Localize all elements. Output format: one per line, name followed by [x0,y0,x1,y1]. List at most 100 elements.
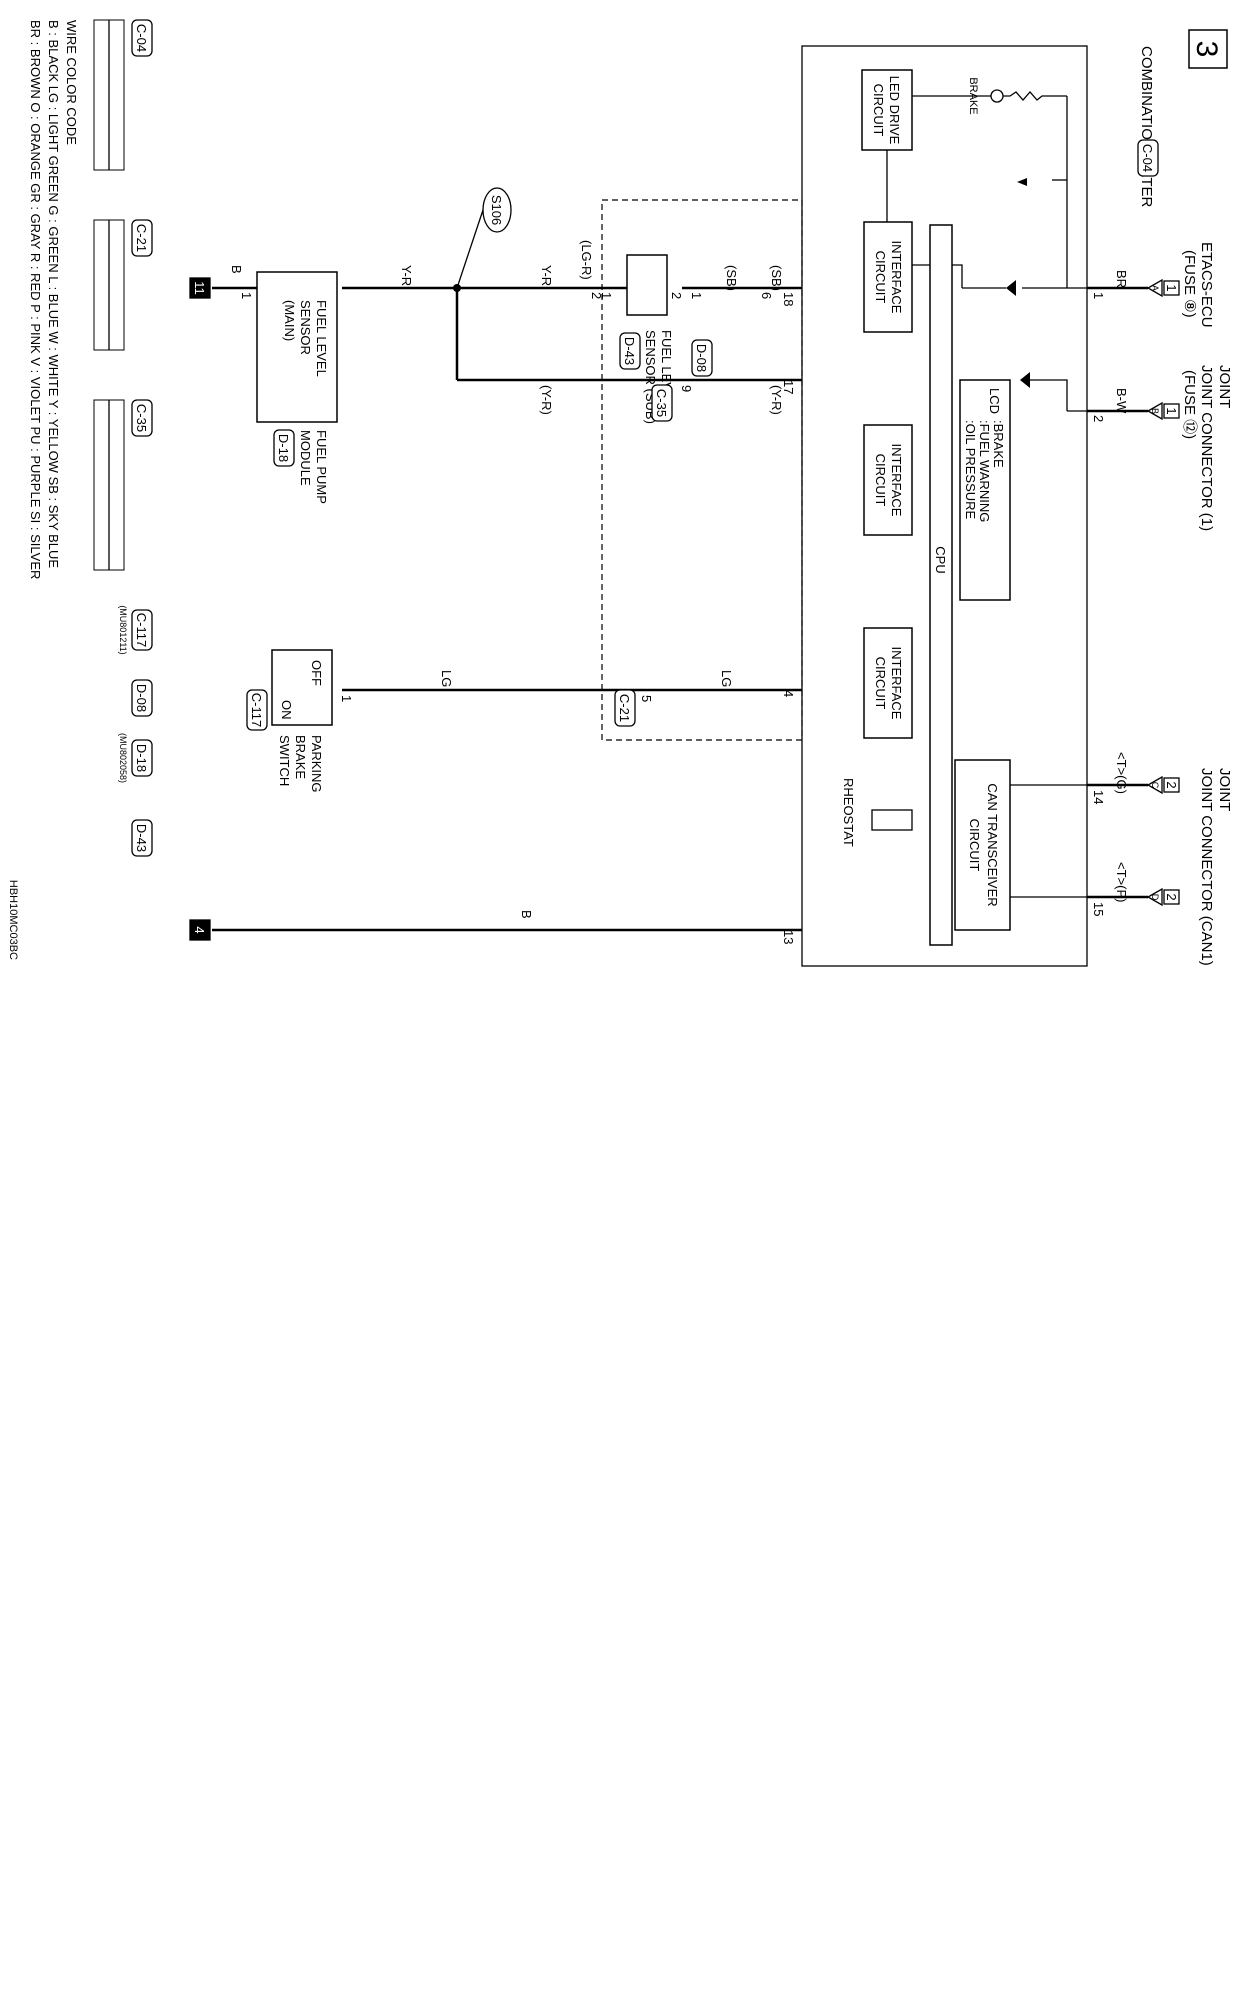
pump-module-label-2: MODULE [298,430,313,486]
etacs-badge: 1 [1164,284,1179,291]
park-off: OFF [309,660,324,686]
can-g-wire: <T>(G) [1114,752,1129,794]
etacs-pin: 1 [1091,292,1106,299]
lcd-item-oil: :OIL PRESSURE [963,420,978,520]
interface-2-label: INTERFACE [889,444,904,517]
wire-code-line-1: B : BLACK LG : LIGHT GREEN G : GREEN L :… [46,20,61,568]
c04-view-label: C-04 [134,24,149,52]
pump-module-label: FUEL PUMP [314,430,329,504]
joint1-badge: 1 [1164,407,1179,414]
ref-4: 4 [192,926,207,933]
joint1-name: JOINT CONNECTOR (1) [1198,365,1215,531]
interface-1-label: INTERFACE [889,241,904,314]
c35-view-label: C-35 [134,404,149,432]
pin-9: 9 [679,385,694,392]
wire-lg-1: LG [719,670,734,687]
wire-lgr: (LG-R) [579,240,594,280]
joint1-pin: 2 [1091,415,1106,422]
c117-view-part: (MU801211) [118,605,128,654]
pin-4: 4 [781,690,796,697]
interface-1-label-2: CIRCUIT [873,251,888,304]
can-p-pin: 15 [1091,902,1106,916]
led-drive-label: LED DRIVE [887,76,902,145]
wire-lg-2: LG [439,670,454,687]
wire-sb-2: (SB) [724,265,739,291]
wire-yr-2: Y-R [399,265,414,286]
park-label-2: BRAKE [293,735,308,779]
c117-tag: C-117 [249,693,264,727]
splice-label: S106 [489,195,504,225]
main-sensor-label-2: SENSOR [298,300,313,355]
can-g-pin: 14 [1091,790,1106,804]
page-number: 3 [1190,41,1223,58]
joint1-connection: JOINT JOINT CONNECTOR (1) (FUSE ⑫) 1 B B… [1091,365,1233,531]
led-drive-box [861,69,913,151]
c21-tag: C-21 [617,694,632,722]
wire-sb-1: (SB) [769,265,784,291]
pin-6: 6 [759,292,774,299]
interface-circuit-1 [863,221,913,333]
d18-tag: D-18 [276,434,291,462]
rheostat-label: RHEOSTAT [841,778,856,847]
d43-tag: D-43 [622,337,637,365]
wire-yr-p2: (Y-R) [539,385,554,415]
can-joint-label: JOINT [1216,768,1233,811]
lcd-item-brake: :BRAKE [991,420,1006,468]
can-p-badge: 2 [1164,893,1179,900]
wire-b-1: B [229,265,244,274]
etacs-fuse: (FUSE ⑧) [1181,250,1198,318]
can-p-letter: D [1150,894,1160,901]
can-g-letter: C [1150,782,1160,789]
interface-2-label-2: CIRCUIT [873,454,888,507]
interface-circuit-2 [863,424,913,536]
interface-3-label-2: CIRCUIT [873,657,888,710]
can-joint-name: JOINT CONNECTOR (CAN1) [1198,768,1215,966]
park-label: PARKING [309,735,324,793]
d18-view-part: (MU802058) [118,733,128,783]
wire-code-title: WIRE COLOR CODE [64,20,79,145]
park-on: ON [279,700,294,720]
ref-11: 11 [192,281,207,295]
lcd-label: LCD [987,388,1002,414]
c21-view-label: C-21 [134,224,149,252]
lcd-item-fuel: :FUEL WARNING [977,420,992,522]
pin-1-d08: 1 [689,292,704,299]
pin-13: 13 [781,930,796,944]
joint1-label: JOINT [1216,365,1233,408]
figure-code: HBH10MC03BC [7,880,19,960]
pin-18: 18 [781,292,796,306]
lamp-resistor [1003,91,1067,101]
parking-brake-switch-box [271,649,333,726]
interface-circuit-3 [863,627,913,739]
main-sensor-box [256,271,338,423]
cpu-bar [929,224,953,946]
pin-1-main: 1 [239,292,254,299]
etacs-label: ETACS-ECU [1198,242,1215,328]
led-drive-label-2: CIRCUIT [871,84,886,137]
page-number-box [1188,29,1228,69]
lcd-box [959,379,1011,601]
pin-17: 17 [781,380,796,394]
main-sensor-label: FUEL LEVEL [314,300,329,377]
connector-views: C-04 C-21 C-35 C-117 (MU801211) D-08 D-1… [93,19,153,857]
can-p-wire: <T>(P) [1114,862,1129,902]
can-transceiver-box [954,759,1011,931]
can-label-2: CIRCUIT [967,819,982,872]
wire-b-2: B [519,910,534,919]
meter-connector: C-04 [1140,144,1155,172]
pin-1-park: 1 [339,695,354,702]
pin-1-sub: 1 [599,292,614,299]
joint1-letter: B [1150,408,1160,414]
etacs-connection: ETACS-ECU (FUSE ⑧) 1 A BR 1 [1091,242,1215,328]
wire-yr-1: Y-R [539,265,554,286]
interface-3-label: INTERFACE [889,647,904,720]
wire-code-line-2: BR : BROWN O : ORANGE GR : GRAY R : RED … [28,20,43,579]
can-label-1: CAN TRANSCEIVER [985,783,1000,906]
pin-2-sub: 2 [669,292,684,299]
can-g-badge: 2 [1164,781,1179,788]
joint1-fuse: (FUSE ⑫) [1181,370,1198,439]
sub-sensor-box [626,254,668,316]
main-sensor-label-3: (MAIN) [282,300,297,341]
d18-view-label: D-18 [134,744,149,772]
